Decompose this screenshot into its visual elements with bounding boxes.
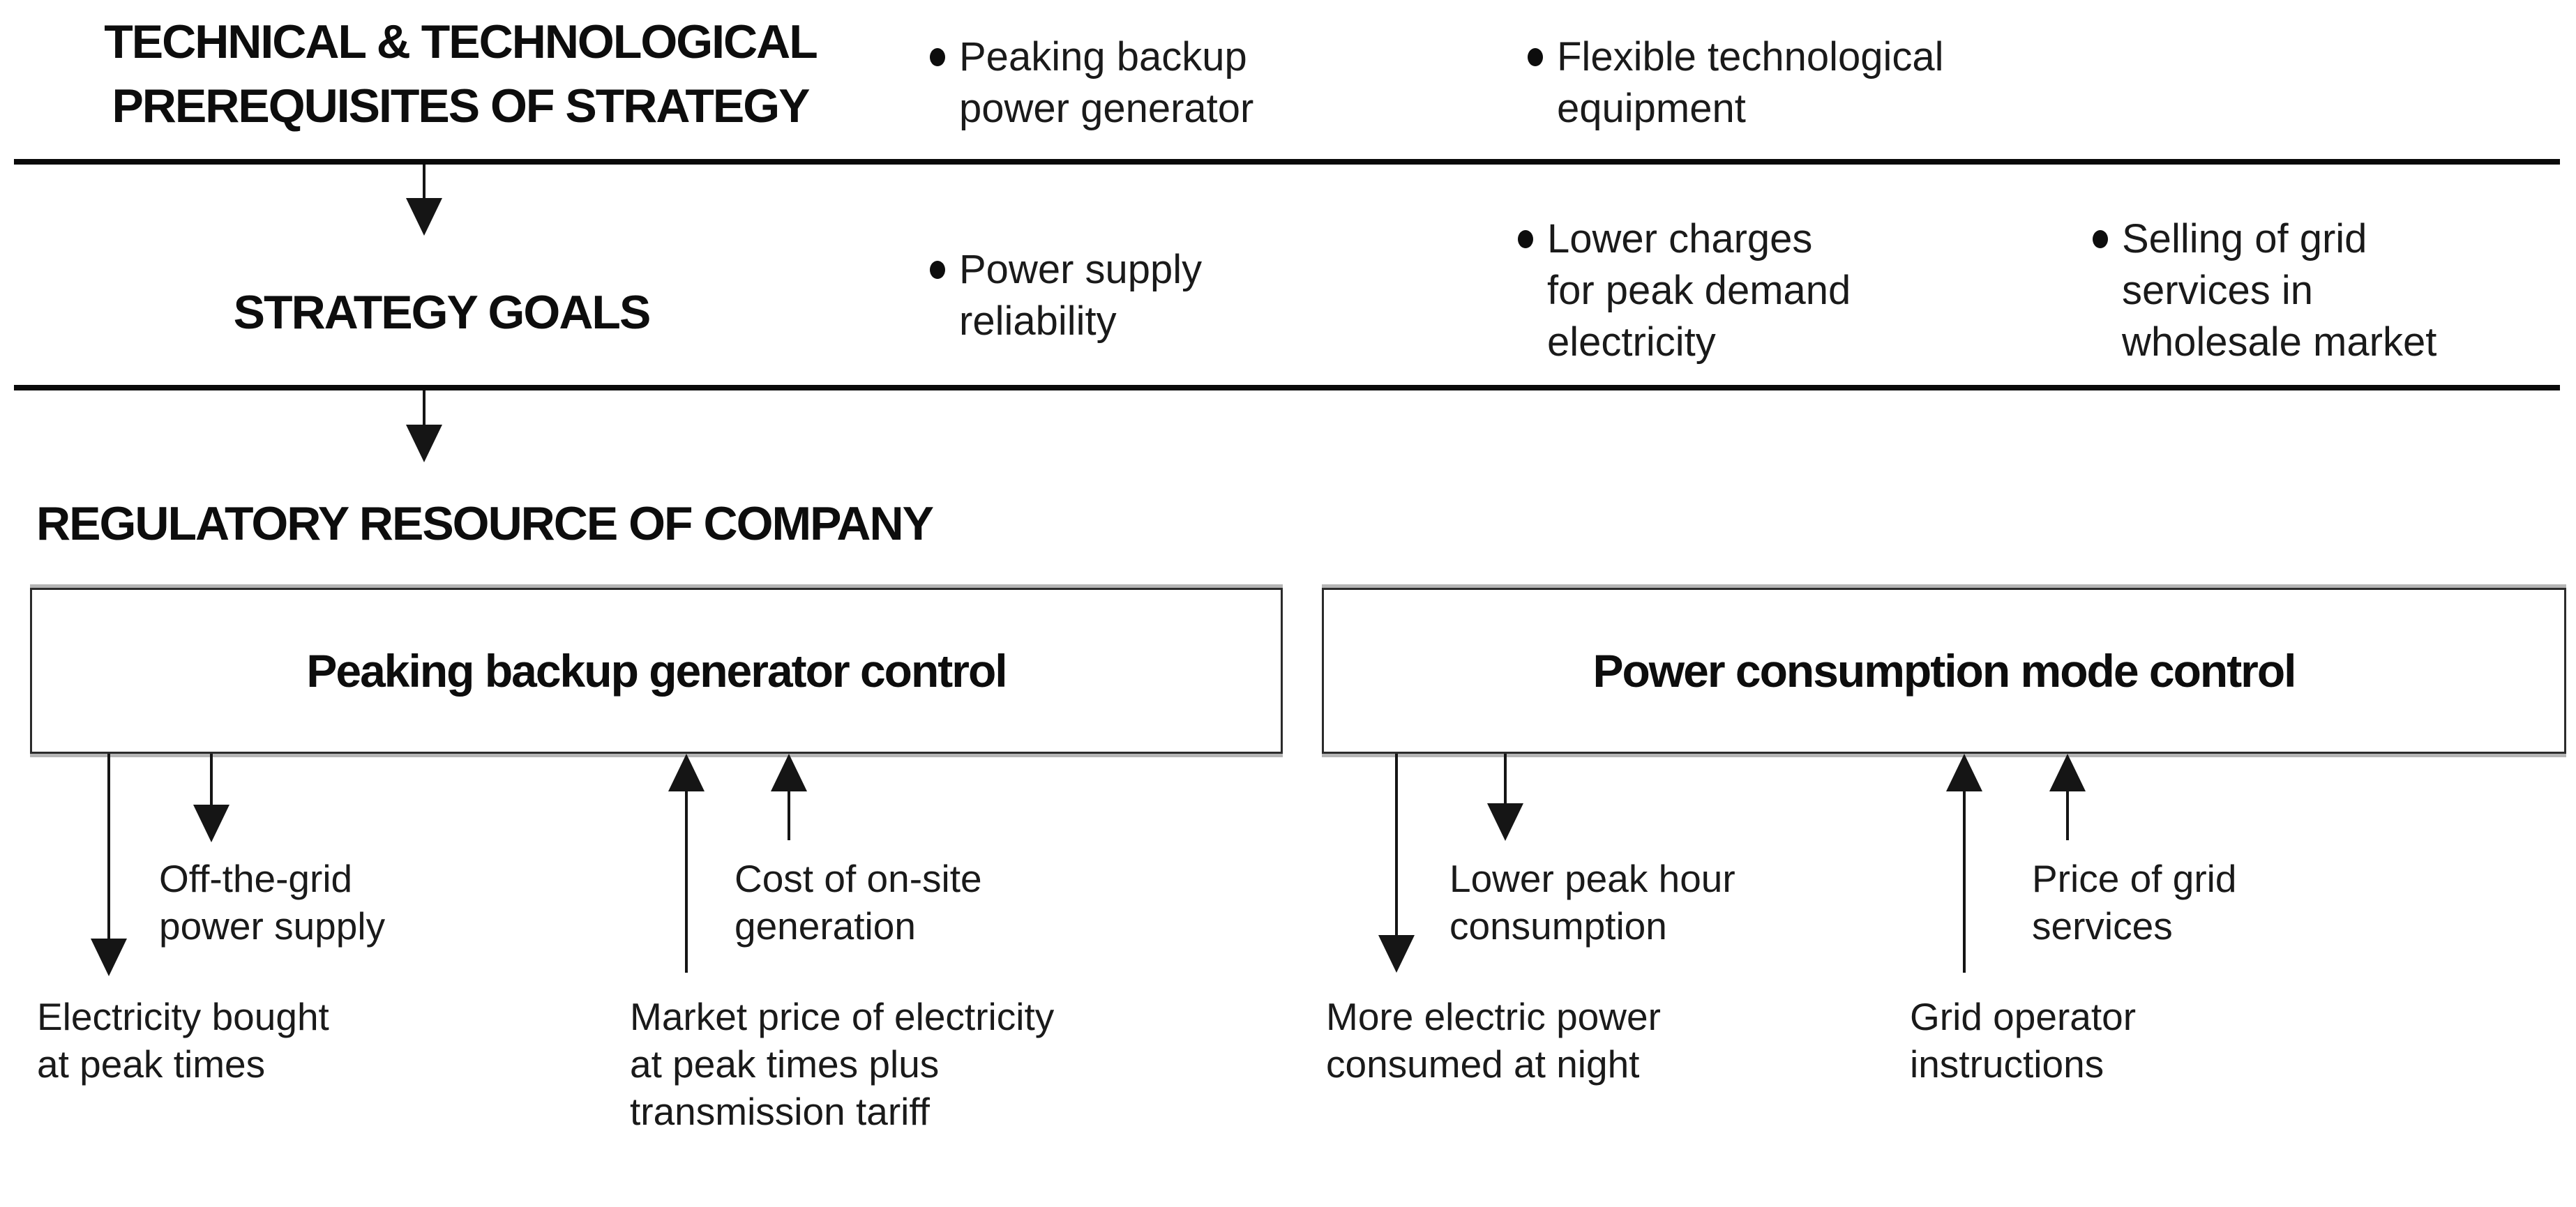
arrow-up-icon [771,754,807,791]
arrow-shaft [423,390,425,426]
goal-bullet-1-label: Power supply reliability [959,247,1203,344]
divider-1 [14,159,2560,165]
label-cost-on-site: Cost of on-site generation [735,857,982,948]
goal-bullet-1: Power supply reliability [930,244,1202,347]
prerequisite-bullet-2: Flexible technological equipment [1528,31,1944,135]
prerequisite-bullet-2-label: Flexible technological equipment [1557,34,1944,131]
arrow-shaft [788,790,790,840]
arrow-down-icon [193,805,229,842]
divider-2 [14,385,2560,390]
arrow-shaft [1395,754,1398,936]
arrow-shaft [210,754,213,806]
prerequisite-bullet-1: Peaking backup power generator [930,31,1253,135]
arrow-up-icon [2049,754,2086,791]
label-market-price: Market price of electricity at peak time… [630,995,1055,1133]
arrow-up-icon [1946,754,1982,791]
box-power-consumption-mode-control: Power consumption mode control [1322,588,2566,754]
goal-bullet-3-label: Selling of grid services in wholesale ma… [2122,216,2437,365]
arrow-down-icon [1487,803,1523,841]
bullet-dot-icon [930,48,945,66]
bullet-dot-icon [1528,48,1543,66]
label-electricity-bought: Electricity bought at peak times [37,995,329,1086]
arrow-shaft [1963,790,1966,973]
arrow-down-icon [406,198,442,236]
arrow-shaft [685,790,688,973]
arrow-down-icon [91,939,127,976]
box-peaking-backup-generator-control: Peaking backup generator control [30,588,1283,754]
label-more-power-night: More electric power consumed at night [1326,995,1661,1086]
prerequisites-heading: TECHNICAL & TECHNOLOGICAL PREREQUISITES … [104,15,818,132]
arrow-shaft [1504,754,1507,805]
bullet-dot-icon [2093,230,2108,248]
label-lower-peak-hour: Lower peak hour consumption [1449,857,1735,948]
regulatory-heading: REGULATORY RESOURCE OF COMPANY [36,497,934,550]
box-right-title: Power consumption mode control [1592,645,2296,697]
label-off-grid-power-supply: Off-the-grid power supply [159,857,386,948]
box-left-title: Peaking backup generator control [306,645,1007,697]
arrow-down-icon [1378,935,1415,973]
goal-bullet-2-label: Lower charges for peak demand electricit… [1547,216,1851,365]
goals-heading: STRATEGY GOALS [233,286,651,339]
goal-bullet-2: Lower charges for peak demand electricit… [1518,213,1851,368]
goal-bullet-3: Selling of grid services in wholesale ma… [2093,213,2436,368]
prerequisite-bullet-1-label: Peaking backup power generator [959,34,1254,131]
bullet-dot-icon [1518,230,1533,248]
arrow-shaft [2066,790,2069,840]
label-grid-operator: Grid operator instructions [1910,995,2137,1086]
arrow-shaft [423,165,425,199]
arrow-up-icon [668,754,705,791]
label-price-grid-services: Price of grid services [2032,857,2237,948]
arrow-down-icon [406,425,442,462]
arrow-shaft [107,754,110,940]
bullet-dot-icon [930,261,945,279]
